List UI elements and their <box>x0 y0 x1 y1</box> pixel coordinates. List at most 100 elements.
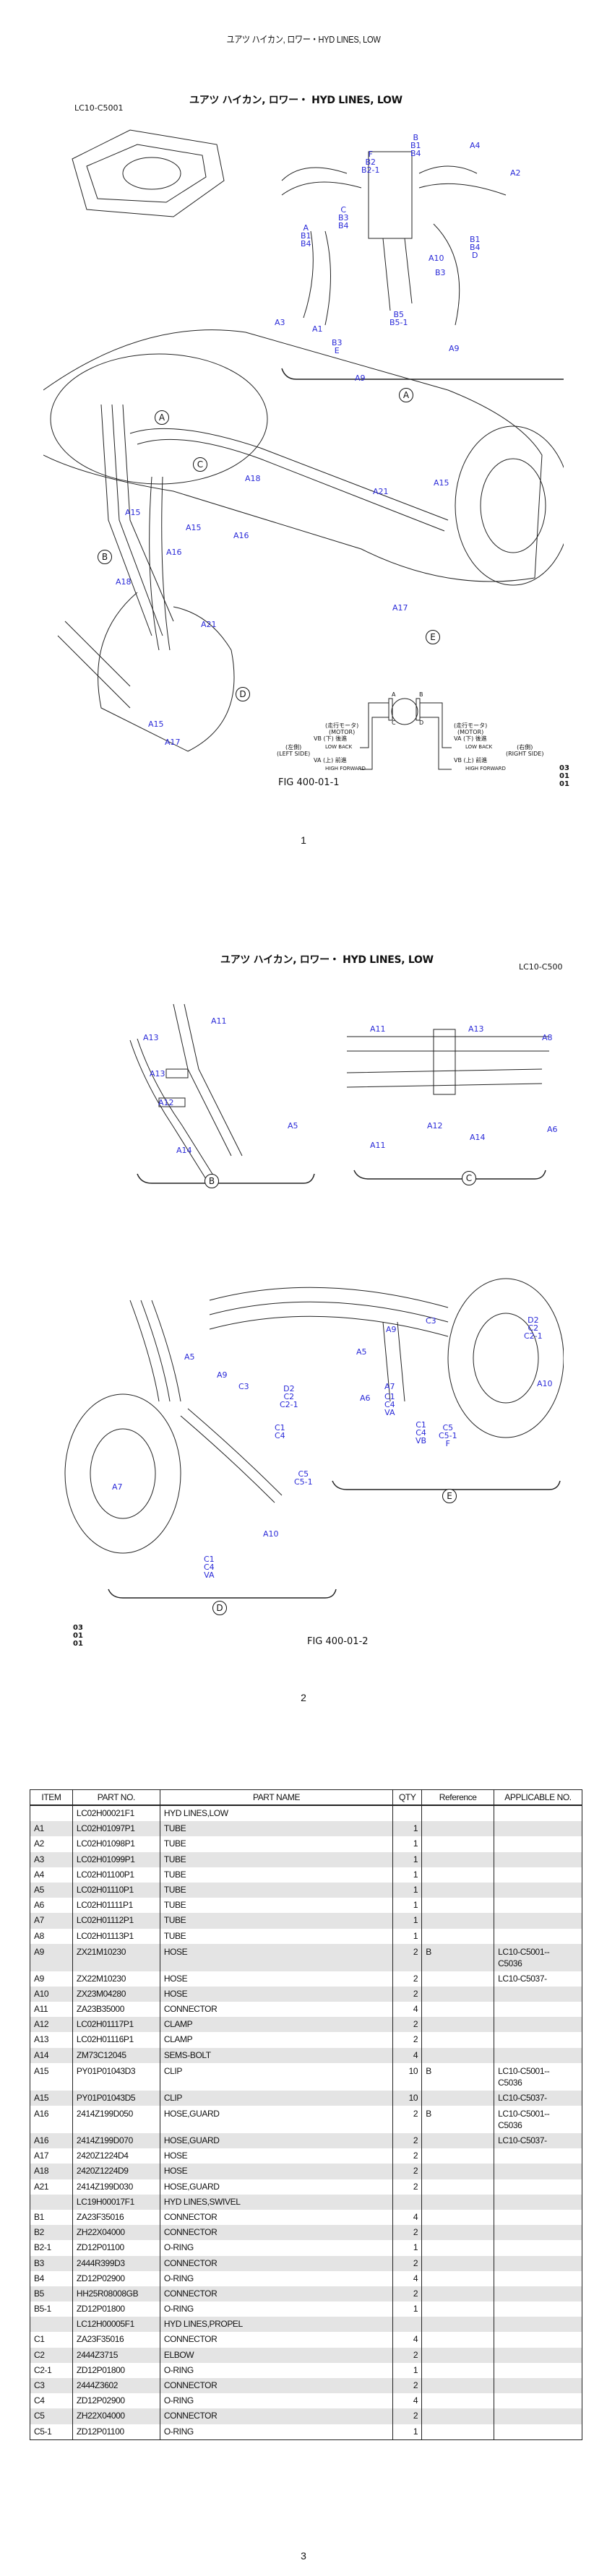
cell-item: A16 <box>30 2106 73 2133</box>
cell-qty: 2 <box>392 1943 423 1971</box>
part-callout-label: A11 <box>370 1141 386 1150</box>
revision-code: 03 <box>73 1624 83 1632</box>
cell-reference <box>421 1867 495 1883</box>
cell-reference <box>421 2317 495 2333</box>
cell-item <box>30 1805 73 1822</box>
cell-item <box>30 2317 73 2333</box>
cell-part-no: LC02H01112P1 <box>72 1913 160 1929</box>
cell-part-name: CONNECTOR <box>159 2332 394 2348</box>
cell-item: C5 <box>30 2408 73 2424</box>
cell-reference <box>421 2148 495 2164</box>
cell-part-name: CONNECTOR <box>159 2255 394 2271</box>
cell-reference <box>421 2133 495 2149</box>
cell-applicable-no <box>494 2179 582 2195</box>
cell-reference <box>421 2194 495 2210</box>
table-header-row: ITEM PART NO. PART NAME QTY Reference AP… <box>30 1789 582 1806</box>
cell-reference <box>421 1971 495 1987</box>
cell-applicable-no: LC10-C5001-- C5036 <box>494 2062 582 2091</box>
part-callout-label: A18 <box>116 577 132 587</box>
cell-qty: 4 <box>392 2393 423 2409</box>
cell-part-no: 2414Z199D030 <box>72 2179 160 2195</box>
cell-part-no: ZD12P02900 <box>72 2270 160 2286</box>
revision-codes: 03 01 01 <box>559 764 569 788</box>
cell-item: B4 <box>30 2270 73 2286</box>
cell-qty: 1 <box>392 2301 423 2317</box>
cell-item: C2-1 <box>30 2362 73 2378</box>
cell-reference: B <box>421 2062 495 2091</box>
cell-applicable-no <box>494 2408 582 2424</box>
cell-part-no: 2420Z1224D4 <box>72 2148 160 2164</box>
part-callout-label: A6 <box>547 1125 558 1134</box>
cell-reference <box>421 2270 495 2286</box>
cell-reference <box>421 2408 495 2424</box>
part-callout-label: D2 C2 C2-1 <box>524 1315 543 1341</box>
cell-item: A15 <box>30 2090 73 2106</box>
cell-qty: 4 <box>392 2002 423 2018</box>
revision-code: 01 <box>73 1632 83 1640</box>
left-va-label: VA (上) 前進 <box>314 757 347 764</box>
cell-part-name: CLIP <box>159 2062 394 2091</box>
part-callout-label: A18 <box>245 474 261 483</box>
cell-part-no: ZD12P01100 <box>72 2240 160 2256</box>
cell-applicable-no <box>494 2002 582 2018</box>
page-number: 1 <box>301 834 306 846</box>
cell-item: C5-1 <box>30 2424 73 2440</box>
cell-part-no: LC19H00017F1 <box>72 2194 160 2210</box>
cell-qty <box>392 2317 423 2333</box>
port-a-label: A <box>392 691 396 698</box>
cell-applicable-no <box>494 1928 582 1944</box>
cell-applicable-no <box>494 2148 582 2164</box>
cell-reference <box>421 2225 495 2241</box>
cell-item: A21 <box>30 2179 73 2195</box>
cell-reference <box>421 2240 495 2256</box>
part-callout-label: C3 <box>426 1316 436 1326</box>
cell-applicable-no <box>494 1898 582 1914</box>
cell-item: A2 <box>30 1836 73 1852</box>
cell-reference <box>421 2032 495 2048</box>
cell-part-no: LC02H01110P1 <box>72 1882 160 1898</box>
cell-part-no: ZX21M10230 <box>72 1943 160 1971</box>
cell-reference <box>421 2017 495 2033</box>
cell-part-name: HYD LINES,LOW <box>159 1805 394 1822</box>
cell-part-no: HH25R08008GB <box>72 2286 160 2302</box>
propel-port-schematic <box>360 698 452 770</box>
cell-part-name: HOSE,GUARD <box>159 2106 394 2133</box>
part-callout-label: B3 E <box>332 338 343 355</box>
detail-view-marker: B <box>205 1174 219 1188</box>
cell-item: B2 <box>30 2225 73 2241</box>
cell-qty: 2 <box>392 2408 423 2424</box>
part-callout-label: A2 <box>510 168 521 178</box>
cell-qty: 1 <box>392 1898 423 1914</box>
cell-reference <box>421 2378 495 2394</box>
part-callout-label: B B1 B4 <box>410 133 421 158</box>
model-code: LC10-C500 <box>519 962 563 972</box>
cell-qty: 2 <box>392 2133 423 2149</box>
part-callout-label: A8 <box>542 1033 553 1042</box>
cell-item: A9 <box>30 1971 73 1987</box>
cell-reference <box>421 2347 495 2363</box>
cell-qty: 2 <box>392 2378 423 2394</box>
cell-qty: 2 <box>392 2179 423 2195</box>
part-callout-label: A15 <box>434 478 449 488</box>
cell-part-no: LC02H00021F1 <box>72 1805 160 1822</box>
cell-part-name: TUBE <box>159 1836 394 1852</box>
cell-applicable-no <box>494 2017 582 2033</box>
part-callout-label: C1 C4 VA <box>204 1555 215 1580</box>
cell-applicable-no <box>494 2047 582 2063</box>
part-callout-label: C5 C5-1 F <box>439 1423 457 1448</box>
cell-part-no: LC02H01113P1 <box>72 1928 160 1944</box>
left-vb-label: VB (下) 後進 <box>314 735 348 742</box>
part-callout-label: A11 <box>211 1016 227 1026</box>
cell-item: A14 <box>30 2047 73 2063</box>
